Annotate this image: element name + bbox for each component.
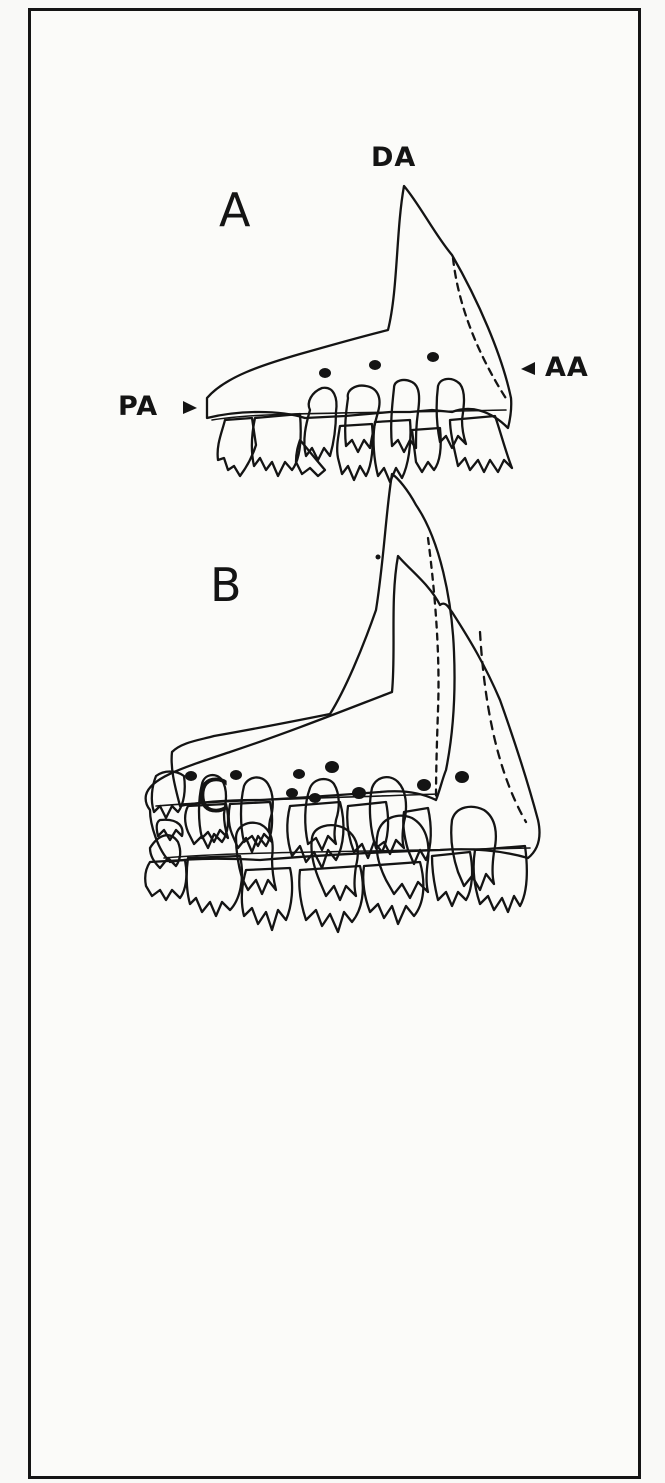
panel-letter-c: C (197, 773, 229, 819)
panel-letter-a: A (219, 187, 250, 233)
panel-letter-b: B (210, 562, 242, 608)
maxilla-drawing-b (145, 555, 539, 933)
label-dorsal-apex: DA (371, 144, 416, 171)
label-anterior-apex: AA (545, 354, 589, 381)
label-posterior-apex: PA (118, 393, 158, 420)
